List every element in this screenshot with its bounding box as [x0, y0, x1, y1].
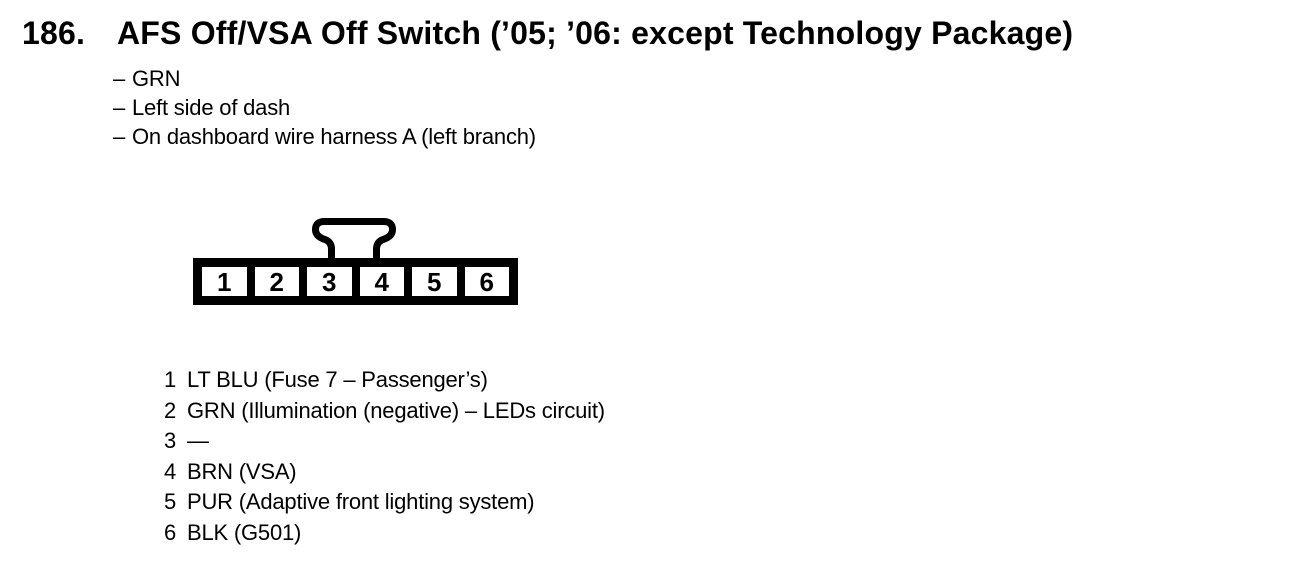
- pinout-row: 3 —: [164, 426, 605, 457]
- note-item: – On dashboard wire harness A (left bran…: [113, 122, 536, 151]
- connector-cavity-6: 6: [460, 263, 513, 300]
- pin-number: 5: [164, 489, 177, 515]
- pin-wire-label: —: [187, 428, 209, 454]
- pin-wire-label: BLK (G501): [187, 519, 302, 545]
- connector-diagram: 1 2 3 4 5 6: [193, 216, 518, 308]
- connector-lock-tab-icon: [312, 218, 396, 264]
- pin-wire-label: GRN (Illumination (negative) – LEDs circ…: [187, 397, 605, 423]
- pin-number: 1: [164, 367, 177, 392]
- notes-list: – GRN – Left side of dash – On dashboard…: [113, 64, 536, 151]
- pin-number: 6: [164, 519, 177, 545]
- pinout-row: 6 BLK (G501): [164, 518, 605, 549]
- pinout-list: 1 LT BLU (Fuse 7 – Passenger’s) 2 GRN (I…: [164, 365, 605, 549]
- pin-wire-label: BRN (VSA): [187, 458, 297, 484]
- pin-number: 3: [164, 428, 177, 454]
- connector-cavity-4: 4: [355, 263, 408, 300]
- connector-cavity-5: 5: [408, 263, 461, 300]
- pin-wire-label: LT BLU (Fuse 7 – Passenger’s): [187, 367, 488, 392]
- note-text: GRN: [132, 66, 181, 91]
- note-text: On dashboard wire harness A (left branch…: [132, 124, 536, 149]
- pin-number: 2: [164, 397, 177, 423]
- pin-number: 4: [164, 458, 177, 484]
- pinout-row: 4 BRN (VSA): [164, 457, 605, 488]
- note-item: – Left side of dash: [113, 93, 536, 122]
- pinout-row: 2 GRN (Illumination (negative) – LEDs ci…: [164, 396, 605, 427]
- pin-wire-label: PUR (Adaptive front lighting system): [187, 489, 535, 515]
- dash-bullet: –: [113, 95, 126, 120]
- connector-body: 1 2 3 4 5 6: [193, 258, 518, 305]
- section-heading: 186. AFS Off/VSA Off Switch (’05; ’06: e…: [22, 15, 1073, 52]
- note-text: Left side of dash: [132, 95, 291, 120]
- connector-cavity-3: 3: [303, 263, 356, 300]
- section-number: 186.: [22, 15, 86, 51]
- pinout-row: 5 PUR (Adaptive front lighting system): [164, 487, 605, 518]
- dash-bullet: –: [113, 124, 126, 149]
- section-title: AFS Off/VSA Off Switch (’05; ’06: except…: [117, 15, 1074, 51]
- note-item: – GRN: [113, 64, 536, 93]
- connector-cavity-1: 1: [198, 263, 251, 300]
- pinout-row: 1 LT BLU (Fuse 7 – Passenger’s): [164, 365, 605, 396]
- connector-cavity-2: 2: [250, 263, 303, 300]
- dash-bullet: –: [113, 66, 126, 91]
